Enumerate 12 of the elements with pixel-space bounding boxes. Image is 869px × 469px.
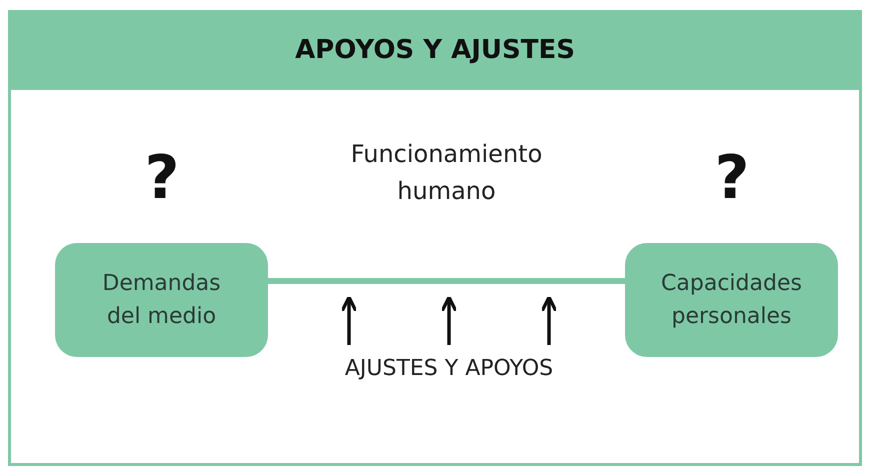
connector-line bbox=[268, 278, 625, 284]
arrow bbox=[440, 296, 458, 345]
frame-panel bbox=[8, 10, 862, 466]
rounded-box: Capacidades personales bbox=[625, 243, 838, 357]
arrow bbox=[540, 296, 558, 345]
header-title: APOYOS Y AJUSTES bbox=[8, 10, 862, 90]
rounded-box: Demandas del medio bbox=[55, 243, 268, 357]
question-mark: ? bbox=[144, 148, 180, 208]
text-label: AJUSTES Y APOYOS bbox=[339, 345, 559, 425]
arrow bbox=[340, 296, 358, 345]
edge-label: Funcionamiento humano bbox=[350, 139, 544, 208]
question-mark: ? bbox=[714, 148, 750, 208]
